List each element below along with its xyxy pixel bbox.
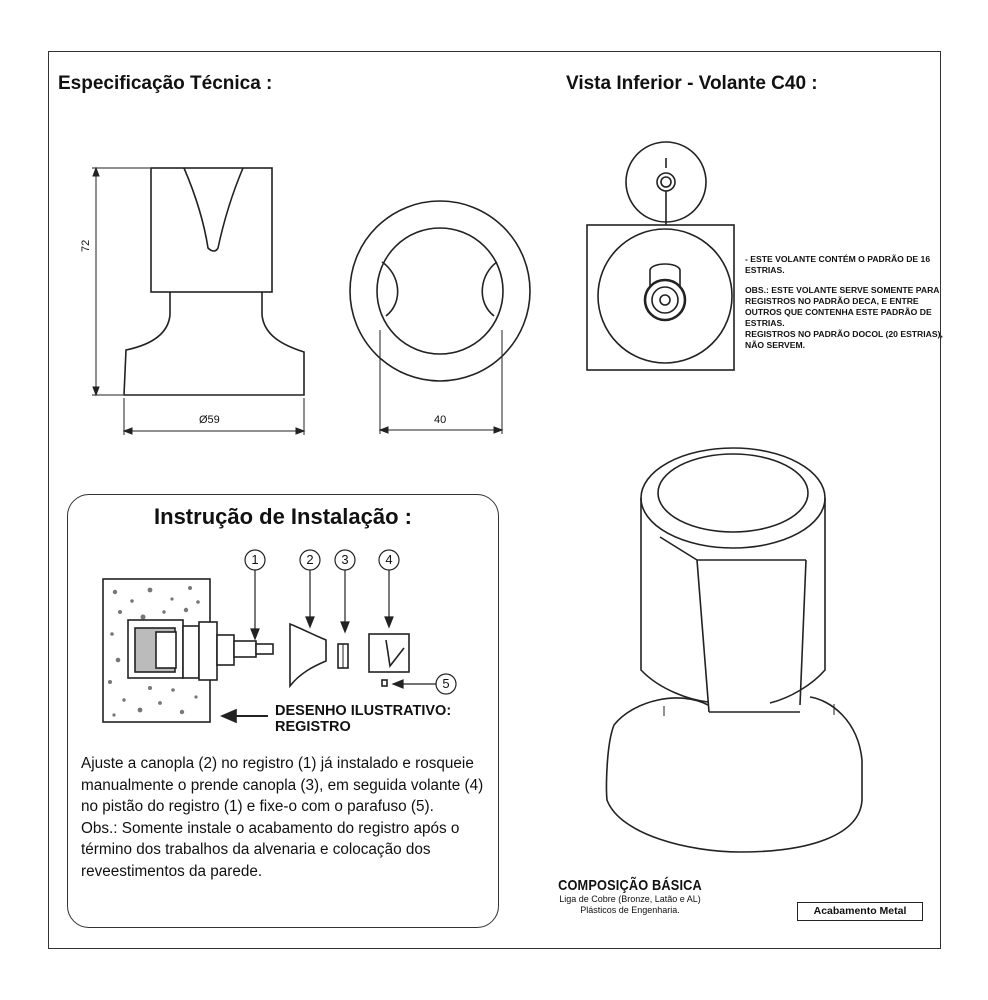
drawing-label-line-2: REGISTRO xyxy=(275,719,351,735)
note-line-1: - ESTE VOLANTE CONTÉM O PADRÃO DE 16 EST… xyxy=(745,254,931,275)
composition-title: COMPOSIÇÃO BÁSICA xyxy=(558,877,702,894)
installation-instructions: Ajuste a canopla (2) no registro (1) já … xyxy=(81,753,491,882)
callout-4: 4 xyxy=(385,552,393,567)
composition-line-2: Plásticos de Engenharia. xyxy=(580,905,680,915)
drawing-label-line-1: DESENHO ILUSTRATIVO: xyxy=(275,703,452,719)
installation-panel: Instrução de Instalação : Ajuste a canop… xyxy=(67,494,499,928)
spec-heading: Especificação Técnica : xyxy=(58,73,273,94)
composition-line-1: Liga de Cobre (Bronze, Latão e AL) xyxy=(559,894,701,904)
callout-2: 2 xyxy=(306,552,314,567)
callout-5: 5 xyxy=(442,676,450,691)
callout-3: 3 xyxy=(341,552,349,567)
height-dimension-label: 72 xyxy=(80,239,92,252)
installation-text: Ajuste a canopla (2) no registro (1) já … xyxy=(81,755,484,815)
composition-block: COMPOSIÇÃO BÁSICA Liga de Cobre (Bronze,… xyxy=(545,877,715,916)
finish-label: Acabamento Metal xyxy=(797,902,923,921)
installation-drawing xyxy=(102,578,410,724)
note-line-3: REGISTROS NO PADRÃO DOCOL (20 ESTRIAS), … xyxy=(745,329,943,350)
drawing-label: DESENHO ILUSTRATIVO: REGISTRO xyxy=(275,703,451,735)
drawing-sheet-frame xyxy=(48,51,941,949)
installation-title: Instrução de Instalação : xyxy=(154,504,412,529)
side-view-dimensions xyxy=(92,166,306,435)
callout-1: 1 xyxy=(251,552,259,567)
top-view xyxy=(349,200,531,382)
top-diameter-label: 40 xyxy=(434,414,447,426)
top-view-dimensions xyxy=(378,330,504,434)
bottom-view-heading: Vista Inferior - Volante C40 : xyxy=(566,73,818,94)
installation-obs: Obs.: Somente instale o acabamento do re… xyxy=(81,819,460,880)
wall-texture xyxy=(108,586,200,717)
perspective-view xyxy=(605,447,863,853)
side-view-handle xyxy=(123,167,305,396)
callout-leaders xyxy=(244,549,457,695)
bottom-view-note: - ESTE VOLANTE CONTÉM O PADRÃO DE 16 EST… xyxy=(745,254,950,360)
base-diameter-label: Ø59 xyxy=(199,414,220,426)
note-line-2: OBS.: ESTE VOLANTE SERVE SOMENTE PARA RE… xyxy=(745,285,940,328)
bottom-view-detail xyxy=(586,141,735,371)
